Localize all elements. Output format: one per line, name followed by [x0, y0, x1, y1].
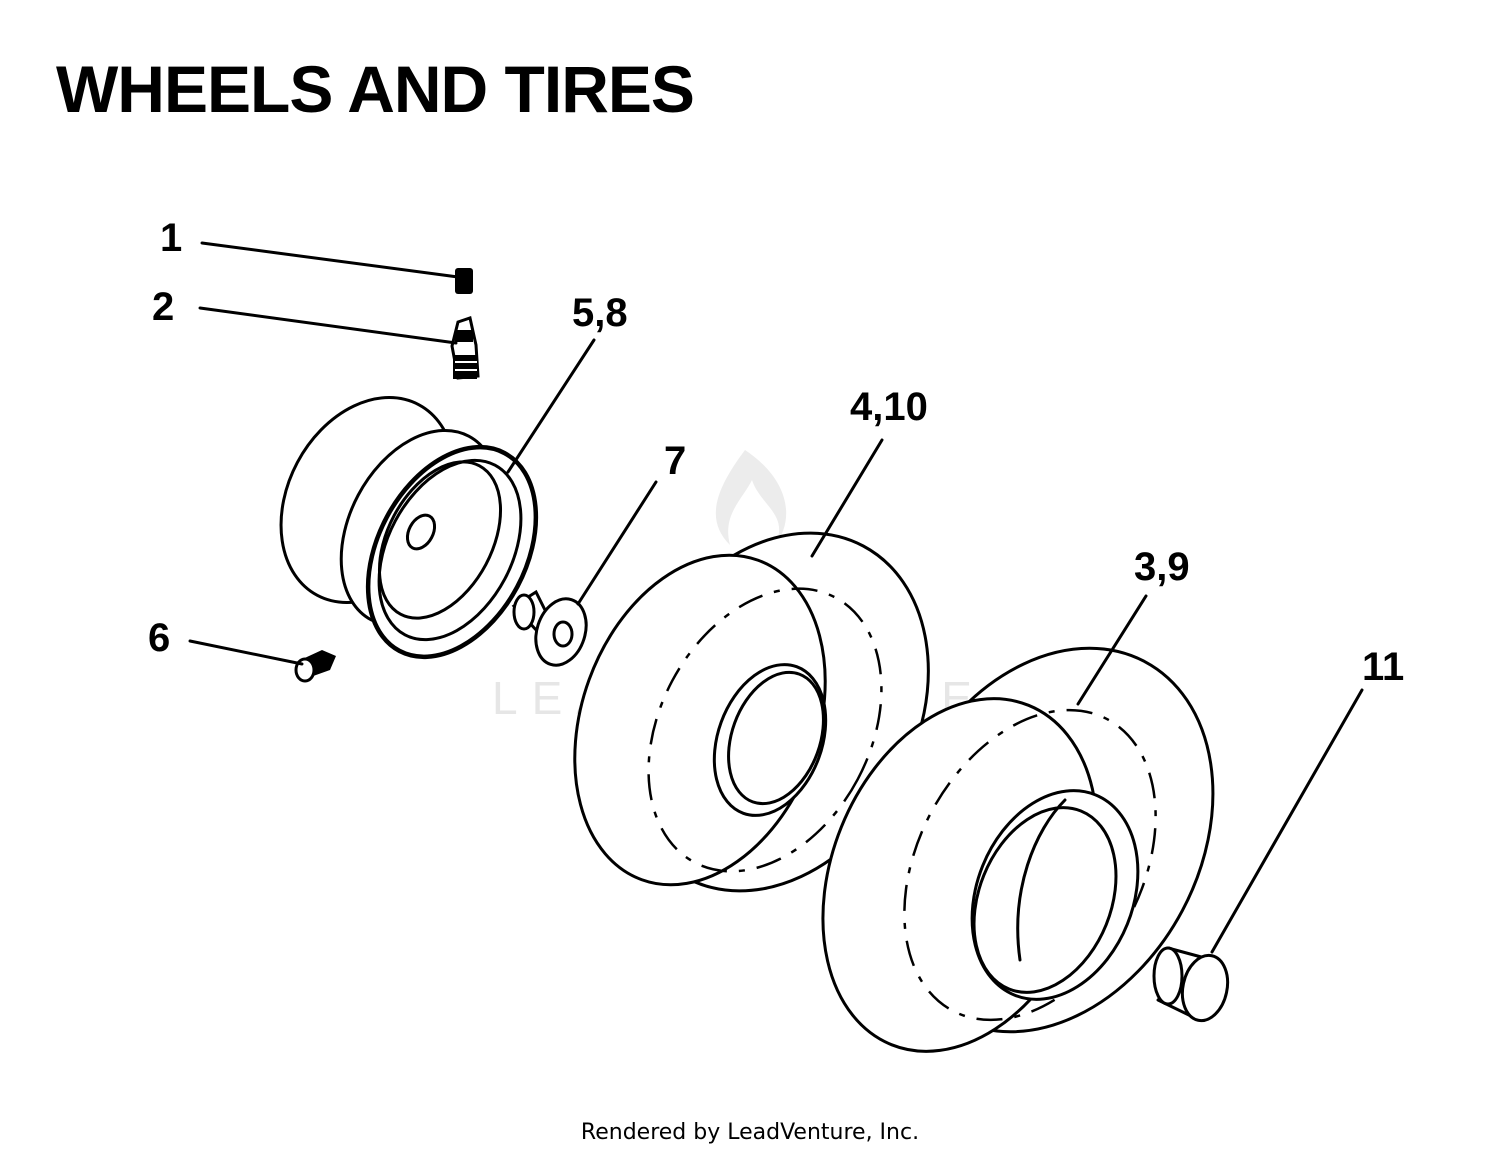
wheel-rim-part — [279, 396, 539, 660]
footer-credit: Rendered by LeadVenture, Inc. — [580, 1120, 920, 1145]
leader-line-7 — [576, 480, 658, 606]
valve-cap-part — [455, 268, 473, 294]
callout-39: 3,9 — [1134, 545, 1190, 589]
leader-lines — [188, 241, 1364, 954]
callout-11: 11 — [1362, 645, 1404, 689]
callout-1: 1 — [160, 216, 182, 260]
leader-line-39 — [1076, 594, 1148, 706]
callout-7: 7 — [664, 439, 686, 483]
callout-6: 6 — [148, 616, 170, 660]
callout-2: 2 — [152, 285, 174, 329]
callout-410: 4,10 — [850, 385, 928, 429]
leader-line-58 — [506, 338, 596, 474]
bushing-part — [511, 589, 588, 667]
leader-line-11 — [1210, 688, 1364, 954]
leader-line-2 — [198, 306, 458, 345]
callout-58: 5,8 — [572, 291, 628, 335]
hub-cap-part — [1152, 946, 1230, 1023]
leader-line-1 — [200, 241, 460, 279]
callout-labels: 1 2 5,8 7 4,10 6 3,9 11 — [148, 216, 1404, 689]
valve-stem-part — [450, 316, 480, 380]
rear-tire-part — [821, 646, 1215, 1053]
leader-line-410 — [810, 438, 884, 558]
watermark-flame-icon — [715, 450, 787, 545]
page-title: WHEELS AND TIRES — [56, 52, 695, 126]
leader-line-6 — [188, 639, 304, 666]
